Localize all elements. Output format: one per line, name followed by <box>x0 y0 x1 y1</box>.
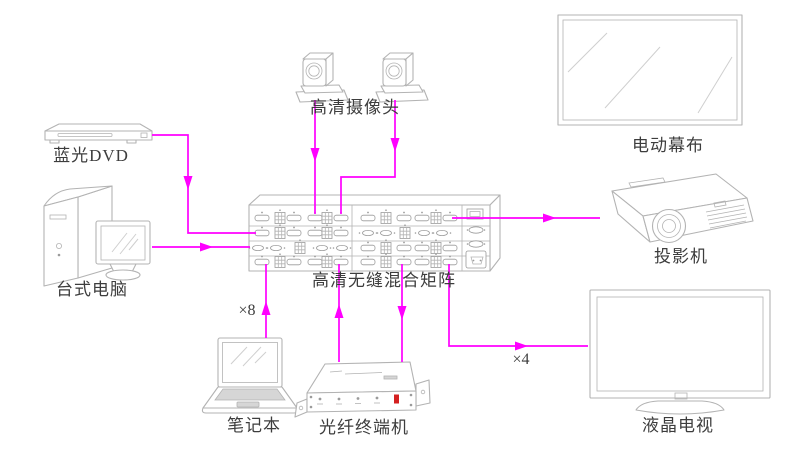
connection-camera-left-to-matrix <box>310 100 320 214</box>
laptop-label: 笔记本 <box>227 416 281 435</box>
connection-camera-right-to-matrix <box>340 100 400 214</box>
connection-matrix-to-tv <box>448 264 588 351</box>
hybrid-matrix-device <box>248 194 501 272</box>
lcd-tv-label: 液晶电视 <box>642 416 714 435</box>
status-led-icons <box>317 394 399 405</box>
hd-camera-label: 高清摄像头 <box>310 98 400 117</box>
disc-tray-icon <box>57 133 113 137</box>
connection-desktop-to-matrix <box>152 242 250 252</box>
connection-laptop-to-matrix <box>261 264 271 338</box>
fiber-terminal-label: 光纤终端机 <box>319 418 409 437</box>
connection-matrix-to-projector <box>452 213 600 223</box>
brand-logo-marks <box>329 370 383 375</box>
laptop-device <box>201 337 299 414</box>
tv-stand <box>635 400 725 415</box>
connection-matrix-to-fiber <box>397 264 407 362</box>
power-inlet-icon <box>465 250 487 269</box>
electric-screen-device <box>557 14 743 126</box>
blu-ray-dvd-label: 蓝光DVD <box>53 146 129 165</box>
projector-label: 投影机 <box>654 247 708 266</box>
desktop-pc-label: 台式电脑 <box>56 280 128 299</box>
matrix-power-column <box>465 208 487 269</box>
power-button-icon <box>56 242 63 249</box>
connection-fiber-to-matrix <box>334 264 344 362</box>
blu-ray-dvd-device <box>44 123 153 144</box>
monitor-bezel <box>95 220 151 265</box>
tv-count-annotation: ×4 <box>512 351 530 368</box>
projector-device <box>611 173 754 244</box>
desktop-pc-device <box>43 185 151 287</box>
electric-screen-label: 电动幕布 <box>632 136 704 155</box>
hybrid-matrix-label: 高清无缝混合矩阵 <box>312 271 456 290</box>
lcd-tv-device <box>589 289 771 415</box>
connection-dvd-to-matrix <box>152 134 256 234</box>
touchpad-icon <box>236 401 260 408</box>
red-led-icon <box>394 394 399 404</box>
hd-camera-left <box>295 52 349 103</box>
keyboard-icon <box>214 388 286 401</box>
laptop-count-annotation: ×8 <box>238 302 256 319</box>
fiber-terminal-device <box>294 361 431 418</box>
hd-camera-right <box>375 52 429 103</box>
